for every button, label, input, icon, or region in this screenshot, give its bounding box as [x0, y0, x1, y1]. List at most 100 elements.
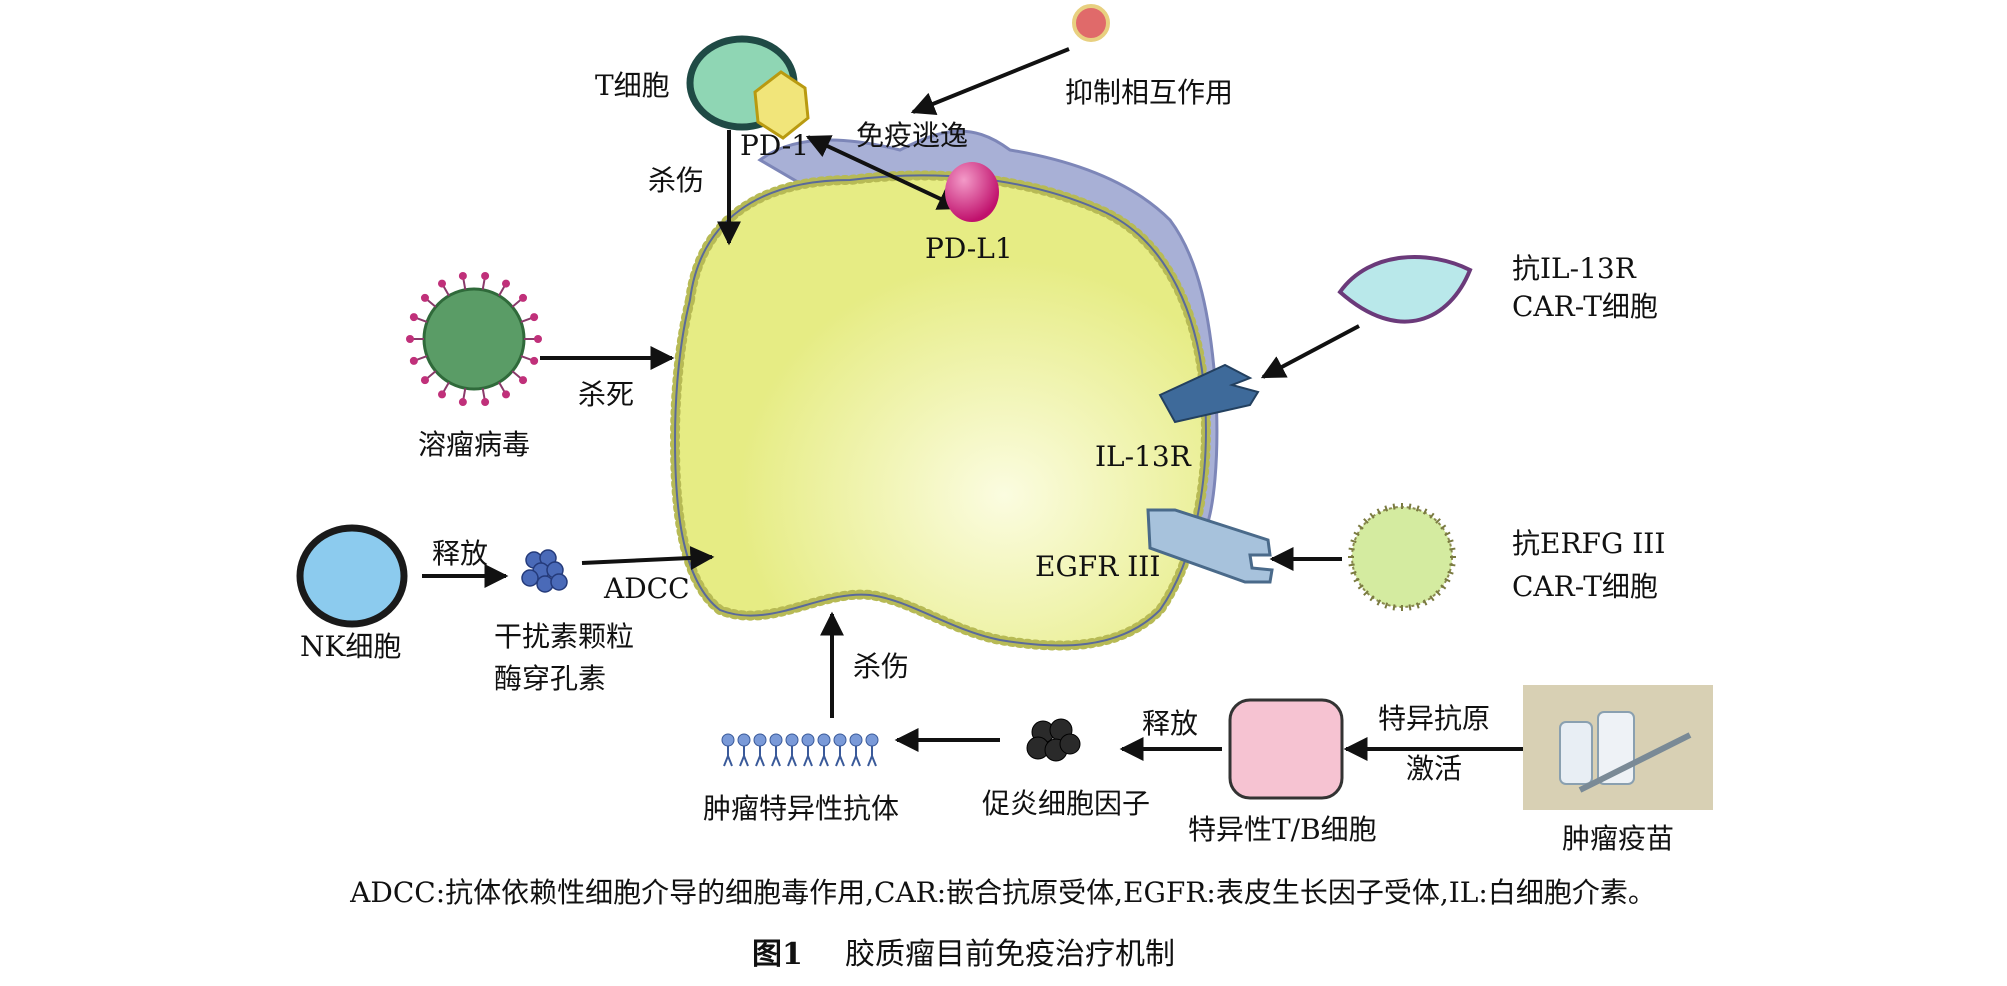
car-t-egfr-cell	[1348, 503, 1456, 611]
cell-spike	[1363, 590, 1369, 596]
antibody-stem	[771, 746, 781, 767]
virus-spike	[498, 381, 506, 394]
cell-spike	[1350, 539, 1357, 544]
inhibit-arrow	[910, 47, 1070, 116]
antibody-head	[721, 733, 735, 747]
antibody-stem	[723, 746, 733, 767]
virus-spike-tip	[438, 279, 446, 288]
cell-spike	[1429, 512, 1435, 519]
kill-label: 杀死	[578, 378, 634, 411]
tumor-antibody-label: 肿瘤特异性抗体	[703, 792, 899, 825]
specific-tb-cell-label: 特异性T/B细胞	[1188, 813, 1377, 846]
inhibit-interaction-label: 抑制相互作用	[1065, 76, 1233, 109]
car-t-il13r-label-1: 抗IL-13R	[1512, 252, 1637, 285]
cell-spike	[1353, 577, 1360, 583]
virus-spike-tip	[530, 356, 539, 365]
kill-injury-bottom-label: 杀伤	[853, 650, 909, 683]
cell-spike	[1376, 508, 1382, 515]
immune-escape-label: 免疫逃逸	[856, 119, 968, 152]
cell-spike	[1357, 584, 1364, 590]
antibody-head	[849, 733, 863, 747]
virus-spike-tip	[481, 271, 490, 280]
egfr3-receptor	[1146, 508, 1274, 584]
il13r-receptor	[1158, 363, 1260, 424]
antibody-head	[833, 733, 847, 747]
cell-spike	[1415, 505, 1420, 512]
tumor-vaccine-image	[1523, 685, 1713, 810]
cell-spike	[1449, 547, 1456, 551]
cell-spike	[1449, 563, 1456, 567]
virus-spike	[425, 370, 437, 380]
pdl1-ligand	[945, 162, 999, 222]
virus-spike	[511, 298, 523, 308]
caption-abbreviations: ADCC:抗体依赖性细胞介导的细胞毒作用,CAR:嵌合抗原受体,EGFR:表皮生…	[349, 876, 1656, 909]
antibody-stem	[819, 746, 829, 767]
kill-injury-top-label: 杀伤	[648, 164, 704, 197]
cell-spike	[1440, 524, 1447, 530]
antibody-head	[769, 733, 783, 747]
virus-spike	[498, 284, 506, 297]
virus-spike-tip	[406, 335, 414, 343]
inhibitor-molecule	[1072, 4, 1110, 42]
cell-spike	[1415, 602, 1420, 609]
virus-spike	[481, 388, 486, 401]
granules-label-1: 干扰素颗粒	[494, 620, 634, 653]
cell-spike	[1440, 584, 1447, 590]
cell-spike	[1408, 503, 1412, 510]
virus-spike	[442, 381, 450, 394]
antibody-stem	[787, 746, 797, 767]
il13r-label: IL-13R	[1095, 440, 1192, 473]
virus-spike-tip	[409, 313, 418, 322]
t-cell-label: T细胞	[595, 69, 670, 102]
cell-spike	[1369, 512, 1375, 519]
virus-spike-tip	[502, 279, 510, 288]
antibody-head	[737, 733, 751, 747]
adcc-label: ADCC	[603, 572, 690, 605]
virus-spike-tip	[458, 271, 467, 280]
virus-spike-tip	[438, 390, 446, 399]
cytokines	[1026, 718, 1081, 762]
cell-spike	[1353, 531, 1360, 537]
virus-spike	[511, 370, 523, 380]
egfr3-label: EGFR III	[1035, 550, 1160, 583]
cell-spike	[1447, 539, 1454, 544]
tb-release-label: 释放	[1142, 707, 1198, 740]
virus-spike	[520, 355, 533, 362]
nk-release-label: 释放	[432, 537, 488, 570]
cell-spike	[1392, 503, 1396, 510]
antibody-stem	[803, 746, 813, 767]
antigen-activate-label-1: 特异抗原	[1378, 702, 1490, 735]
cell-spike	[1392, 604, 1396, 611]
virus-spike	[481, 277, 486, 290]
antibody-head	[865, 733, 879, 747]
cell-spike	[1384, 505, 1389, 512]
virus-spike	[462, 388, 467, 401]
cell-spike	[1363, 518, 1369, 524]
cell-spike	[1422, 508, 1428, 515]
pd1-label: PD-1	[740, 129, 809, 162]
cell-spike	[1408, 604, 1412, 611]
antibody-head	[785, 733, 799, 747]
antibody-stem	[739, 746, 749, 767]
specific-tb-cell	[1228, 698, 1344, 800]
virus-spike-tip	[481, 398, 490, 407]
antibody-stem	[851, 746, 861, 767]
tumor-antibodies	[721, 733, 879, 767]
cell-spike	[1429, 595, 1435, 602]
cell-spike	[1447, 570, 1454, 575]
cell-spike	[1444, 577, 1451, 583]
cell-spike	[1350, 570, 1357, 575]
pd1-receptor	[753, 70, 810, 140]
virus-spike-tip	[519, 376, 528, 385]
virus-spike-tip	[458, 398, 467, 407]
virus-spike-tip	[519, 293, 528, 302]
car-t-il13r-cell	[1337, 255, 1473, 324]
cell-spike	[1435, 590, 1441, 596]
pd1-pdl1-arrow	[805, 135, 963, 210]
car-t-il13r-label-2: CAR-T细胞	[1512, 290, 1658, 323]
car-t-egfr-label-2: CAR-T细胞	[1512, 570, 1658, 603]
nk-cell-label: NK细胞	[300, 630, 401, 663]
antibody-stem	[867, 746, 877, 767]
oncolytic-virus	[406, 271, 542, 407]
